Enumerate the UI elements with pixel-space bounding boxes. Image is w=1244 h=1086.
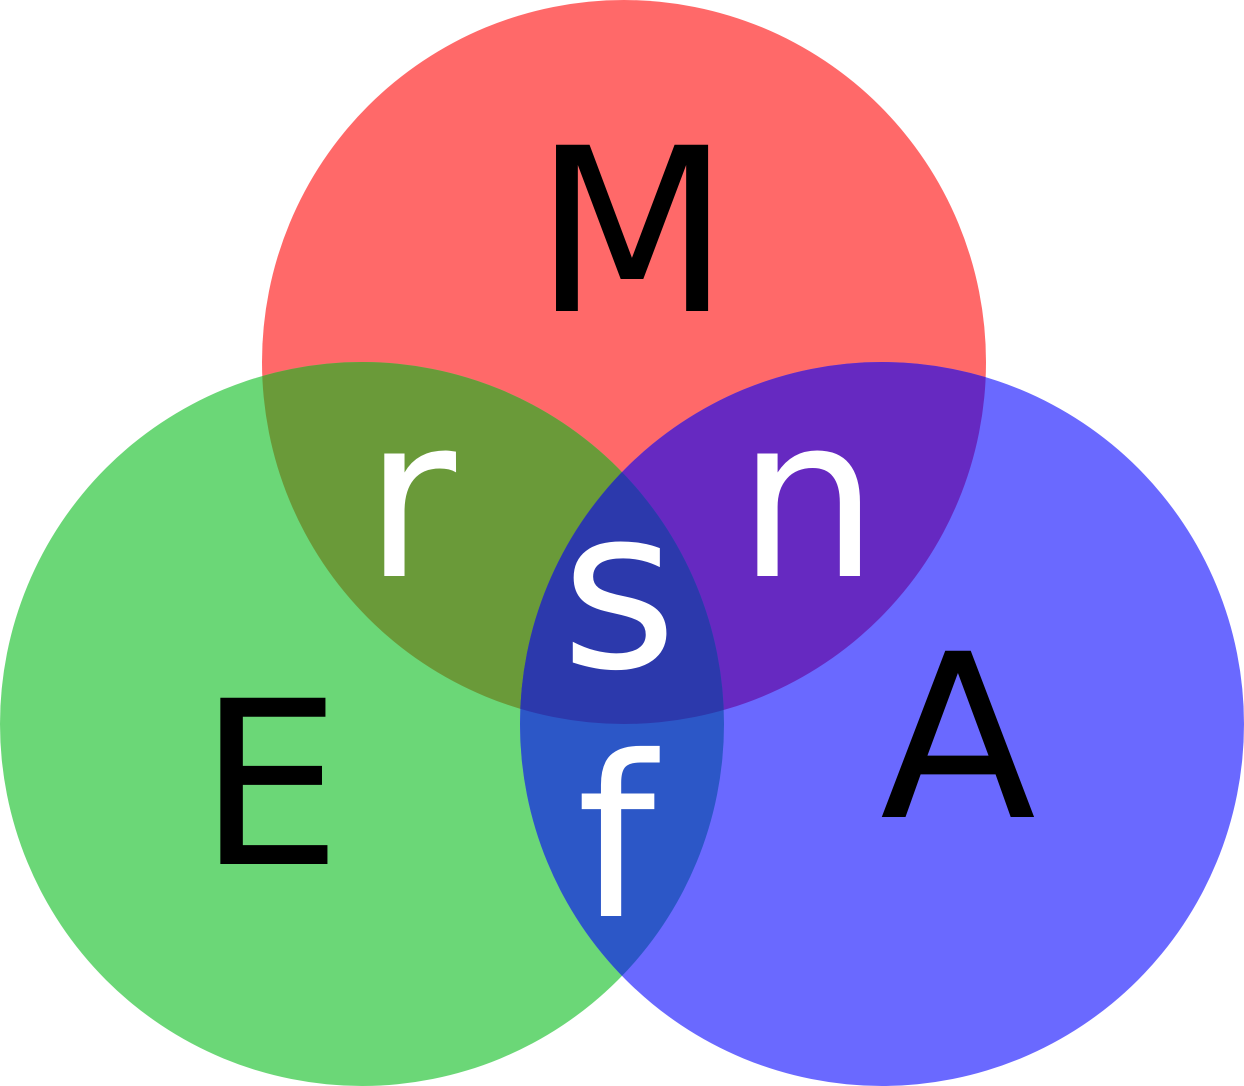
label-set-m: M: [534, 99, 731, 365]
label-set-a: A: [880, 605, 1036, 871]
label-region-m-e: r: [364, 368, 457, 629]
label-region-m-a: n: [737, 368, 879, 629]
label-region-m-e-a: s: [561, 459, 678, 720]
label-set-e: E: [198, 652, 342, 918]
region-m-a: [520, 362, 986, 724]
region-m-e: [262, 362, 724, 724]
label-region-e-a: f: [577, 708, 661, 969]
